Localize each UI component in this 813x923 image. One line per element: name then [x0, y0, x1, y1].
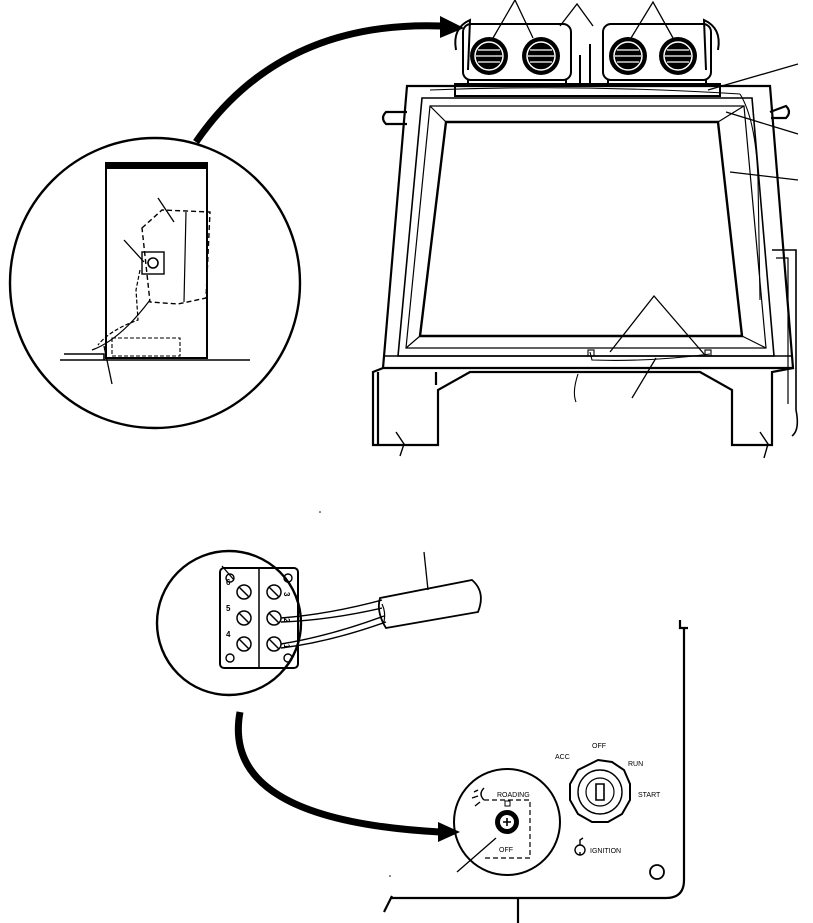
lamp-mount-detail	[8, 136, 302, 430]
cable-sheath	[377, 579, 482, 629]
ignition-key-cylinder[interactable]	[569, 758, 631, 823]
roading-off-label: OFF	[499, 847, 513, 854]
terminal-number-4: 4	[226, 630, 231, 639]
ignition-start-label: START	[638, 792, 661, 799]
roading-light-icon	[471, 787, 485, 807]
left-light-housing	[462, 23, 572, 81]
terminal-number-3: 3	[282, 592, 291, 597]
terminal-block-detail: 6 5 4 3 2 1	[155, 549, 482, 697]
right-light-housing	[602, 23, 712, 81]
lamp-3	[609, 37, 647, 75]
dash-panel	[383, 620, 688, 923]
panel-mounting-hole	[649, 864, 665, 880]
terminal-number-2: 2	[282, 618, 291, 623]
ignition-key-icon	[574, 837, 586, 856]
lamp-1	[470, 37, 508, 75]
detail-arrow-upper	[193, 16, 464, 144]
ignition-run-label: RUN	[628, 761, 643, 768]
work-lamps	[470, 37, 697, 75]
lamp-2	[522, 37, 560, 75]
detail-arrow-lower	[235, 711, 460, 842]
lamp-4	[659, 37, 697, 75]
ignition-label: IGNITION	[590, 848, 621, 855]
ignition-switch: ACC OFF RUN START IGNITION	[555, 743, 661, 856]
ignition-acc-label: ACC	[555, 754, 570, 761]
ignition-off-label: OFF	[592, 743, 606, 750]
terminal-screws	[236, 584, 282, 652]
lamp-callout-leaders	[492, 0, 674, 39]
roading-switch: ROADING OFF	[453, 768, 561, 876]
roading-label: ROADING	[497, 792, 530, 799]
cab-wiring	[429, 87, 761, 403]
terminal-number-1: 1	[282, 644, 291, 649]
roading-switch-knob[interactable]	[495, 810, 519, 834]
cab-outline	[371, 84, 799, 459]
cab-callout-leaders	[609, 63, 799, 399]
terminal-number-6: 6	[226, 578, 231, 587]
terminal-number-5: 5	[226, 604, 231, 613]
